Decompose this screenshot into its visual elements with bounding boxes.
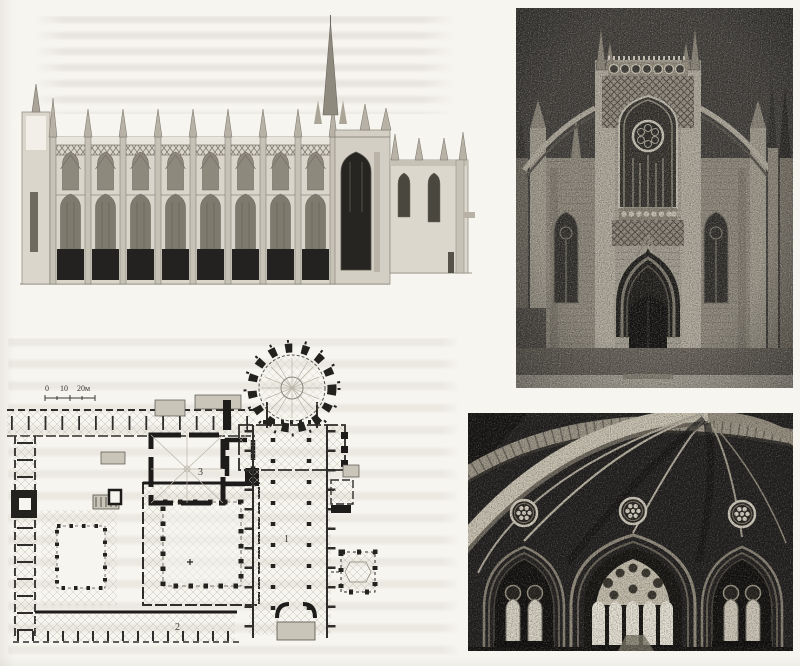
floor-plan: 0 10 20м (7, 340, 378, 643)
clerestory-windows (60, 151, 326, 191)
bleedthrough-text-top (34, 16, 456, 114)
north-wing (7, 409, 255, 437)
west-cloister (41, 488, 123, 606)
scale-tick-0: 0 (45, 384, 49, 393)
plan-label-3: 3 (198, 467, 203, 478)
west-portal-porch (275, 602, 317, 641)
figure-church-side-elevation (20, 12, 475, 295)
plan-label-1: 1 (284, 534, 289, 545)
crossing-spire (314, 15, 347, 124)
aisle-windows (57, 193, 329, 280)
elevation-drawing (20, 15, 475, 285)
figure-church-facade-photo (516, 8, 793, 388)
interior-photo (468, 413, 793, 651)
south-range: 2 (13, 610, 240, 643)
facade-photo (516, 8, 793, 388)
sacristy-rooms (100, 394, 259, 487)
plan-label-2: 2 (175, 622, 180, 633)
scale-bar: 0 10 20м (44, 384, 96, 401)
chapter-house: 3 (148, 432, 226, 506)
figure-monastery-plan: 0 10 20м (5, 340, 397, 656)
southeast-chapel (331, 549, 378, 595)
west-range (11, 436, 37, 640)
choir-block (334, 103, 392, 285)
scale-tick-10: 10 (60, 384, 68, 393)
figure-vaulted-interior-photo (468, 413, 793, 651)
rotunda-chapels (243, 340, 341, 437)
left-annex (21, 83, 51, 285)
scale-tick-20m: 20м (77, 384, 90, 393)
dark-bay-bases (57, 249, 329, 280)
right-wing (389, 131, 475, 274)
church-nave: 1 (238, 424, 360, 641)
buttresses-and-pinnacles (48, 97, 338, 285)
